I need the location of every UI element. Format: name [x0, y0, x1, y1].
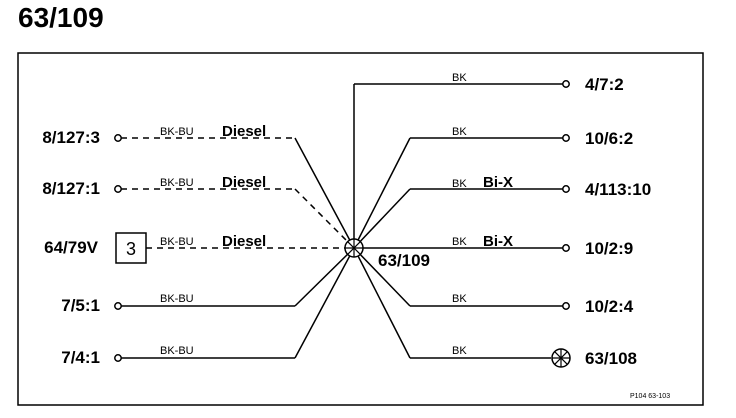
pin-label: 4/113:10 [585, 180, 651, 199]
wire-line [294, 247, 355, 359]
terminal-icon [562, 80, 570, 88]
hub-label: 63/109 [378, 251, 430, 270]
wire-note: Diesel [222, 174, 266, 191]
wire-line [353, 188, 411, 249]
component-box-number: 3 [126, 239, 136, 259]
left-connection-8-127-3: 8/127:3 BK-BU Diesel [42, 123, 355, 249]
wire-line [294, 188, 355, 249]
wire-note: Diesel [222, 123, 266, 140]
reference-code: P104 63-103 [630, 393, 670, 400]
wire-color-label: BK [452, 72, 467, 84]
wire-color-label: BK [452, 345, 467, 357]
wire-line [353, 247, 411, 359]
wire-color-label: BK-BU [160, 177, 194, 189]
pin-label: 10/2:4 [585, 297, 634, 316]
pin-label: 7/5:1 [61, 296, 100, 315]
terminal-icon [114, 134, 122, 142]
pin-label: 10/6:2 [585, 129, 633, 148]
pin-label: 64/79V [44, 238, 99, 257]
wire-line [294, 247, 355, 307]
right-connection-10-2-9: BK Bi-X 10/2:9 [354, 233, 633, 258]
splice-point-icon [551, 348, 571, 368]
diagram-frame [17, 52, 704, 406]
pin-label: 8/127:1 [42, 179, 100, 198]
wire-color-label: BK [452, 236, 467, 248]
left-connection-64-79v: 64/79V 3 BK-BU Diesel [44, 232, 354, 264]
right-connection-4-7-2: BK 4/7:2 [353, 72, 624, 248]
pin-label: 8/127:3 [42, 128, 100, 147]
terminal-icon [562, 302, 570, 310]
terminal-icon [562, 185, 570, 193]
page-title: 63/109 [18, 2, 104, 33]
wire-line [294, 137, 355, 249]
pin-label: 63/108 [585, 349, 637, 368]
wire-note: Bi-X [483, 174, 513, 191]
pin-label: 4/7:2 [585, 75, 624, 94]
wire-line [353, 137, 411, 249]
wire-line [353, 247, 411, 307]
right-connection-10-6-2: BK 10/6:2 [353, 126, 633, 249]
left-connection-8-127-1: 8/127:1 BK-BU Diesel [42, 174, 355, 249]
wire-color-label: BK [452, 293, 467, 305]
wire-note: Bi-X [483, 233, 513, 250]
terminal-icon [562, 134, 570, 142]
hub-splice-icon [344, 238, 364, 258]
left-connection-7-5-1: 7/5:1 BK-BU [61, 247, 355, 315]
pin-label: 10/2:9 [585, 239, 633, 258]
terminal-icon [114, 185, 122, 193]
terminal-icon [562, 244, 570, 252]
wire-color-label: BK-BU [160, 126, 194, 138]
wire-color-label: BK-BU [160, 236, 194, 248]
right-connection-63-108: BK 63/108 [353, 247, 637, 368]
wire-color-label: BK-BU [160, 293, 194, 305]
wire-color-label: BK-BU [160, 345, 194, 357]
right-connection-4-113-10: BK Bi-X 4/113:10 [353, 174, 651, 249]
left-connection-7-4-1: 7/4:1 BK-BU [61, 247, 355, 367]
terminal-icon [114, 354, 122, 362]
terminal-icon [114, 302, 122, 310]
wire-color-label: BK [452, 178, 467, 190]
pin-label: 7/4:1 [61, 348, 100, 367]
wire-note: Diesel [222, 233, 266, 250]
wire-color-label: BK [452, 126, 467, 138]
right-connection-10-2-4: BK 10/2:4 [353, 247, 634, 316]
